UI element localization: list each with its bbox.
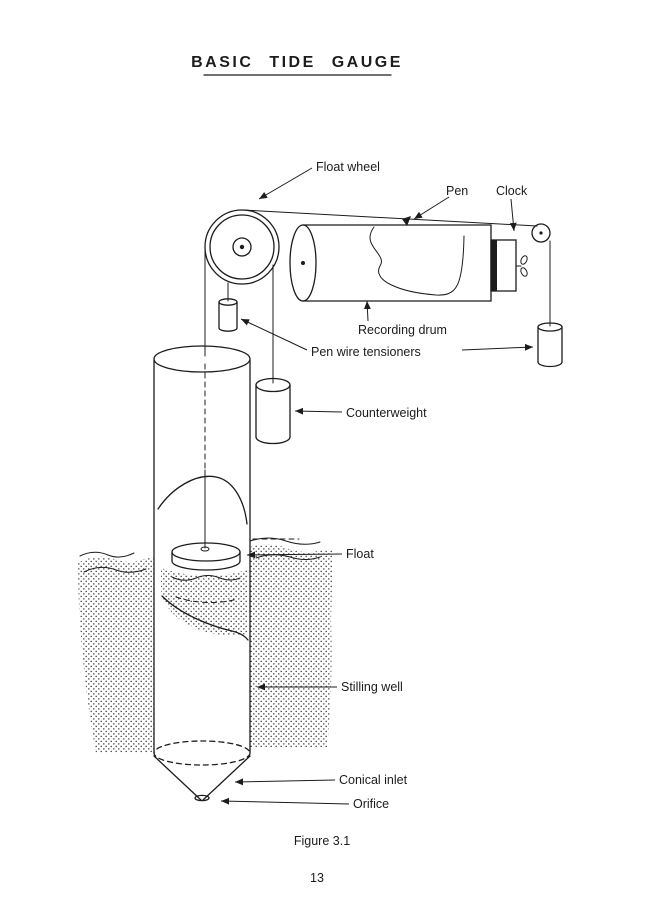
water-ground-stipple — [78, 544, 333, 753]
label-clock: Clock — [496, 184, 528, 198]
wheel-axle-dot — [239, 244, 245, 250]
cutaway-opening — [157, 475, 249, 641]
float-wheel-drawing — [204, 209, 280, 285]
leader-conical-inlet — [234, 778, 336, 786]
figure-caption: Figure 3.1 — [294, 834, 350, 848]
leader-recording-drum — [363, 300, 371, 322]
leader-lines — [220, 167, 534, 805]
clock-drawing — [490, 239, 528, 292]
leader-orifice — [220, 797, 350, 805]
pulley-rim — [531, 223, 551, 243]
clock-dark-plate — [491, 240, 497, 291]
well-top-rim — [153, 345, 251, 373]
leader-float-wheel — [258, 167, 313, 200]
pen-wire — [242, 209, 538, 227]
label-conical-inlet: Conical inlet — [339, 773, 408, 787]
page-title-text: BASIC TIDE GAUGE — [191, 54, 403, 71]
label-orifice: Orifice — [353, 797, 389, 811]
leader-tensioner-right — [461, 343, 534, 351]
leader-tensioner-left — [240, 318, 308, 351]
ripple-lines — [79, 537, 321, 581]
page-number: 13 — [310, 871, 324, 885]
leader-counterweight — [294, 407, 343, 415]
label-pen: Pen — [446, 184, 468, 198]
label-recording-drum: Recording drum — [358, 323, 447, 337]
cutaway-top-edge — [157, 475, 248, 525]
float-bottom — [171, 560, 241, 571]
label-stilling-well: Stilling well — [341, 680, 403, 694]
leader-clock — [509, 198, 517, 232]
stipple-in-cutaway — [161, 568, 247, 636]
leader-pen — [413, 196, 450, 220]
winding-key-lobe — [520, 267, 528, 277]
part-labels: Float wheel Pen Clock Recording drum Pen… — [311, 160, 528, 811]
pen-nib — [402, 216, 411, 226]
wheel-outer-rim — [204, 209, 280, 285]
tide-trace — [369, 226, 465, 296]
underwater-dashed-curve — [175, 596, 239, 603]
leader-float — [246, 551, 343, 559]
weight-bottom — [218, 327, 238, 332]
pulley-axle-dot — [539, 231, 543, 235]
wheel-hub — [232, 237, 252, 257]
recording-drum-drawing — [289, 216, 492, 302]
wires — [204, 209, 551, 549]
orifice-opening — [194, 794, 210, 802]
label-counterweight: Counterweight — [346, 406, 427, 420]
stipple-right — [250, 544, 333, 747]
float-top — [171, 542, 241, 562]
wheel-inner-rim — [209, 214, 275, 280]
label-float: Float — [346, 547, 374, 561]
page-title: BASIC TIDE GAUGE — [191, 54, 403, 76]
float-drawing — [171, 542, 241, 571]
stipple-left — [78, 556, 154, 753]
float-wire-hub — [200, 546, 210, 552]
label-pen-wire-tensioners: Pen wire tensioners — [311, 345, 421, 359]
counterweight-bottom — [255, 436, 291, 445]
winding-key-lobe — [520, 255, 528, 265]
weight-bottom — [537, 361, 563, 368]
counterweight-drawing — [255, 377, 291, 445]
right-tensioner-weight — [537, 322, 563, 368]
cutaway-bottom-edge — [161, 595, 249, 641]
cone-right-slant — [202, 755, 251, 801]
well-bottom-rim-dashed — [153, 740, 251, 766]
water-surface-lines — [79, 537, 321, 603]
drum-axle-dot — [301, 261, 305, 265]
cone-left-slant — [153, 755, 202, 801]
guide-pulley-drawing — [531, 223, 551, 243]
label-float-wheel: Float wheel — [316, 160, 380, 174]
left-tensioner-weight — [218, 298, 238, 332]
